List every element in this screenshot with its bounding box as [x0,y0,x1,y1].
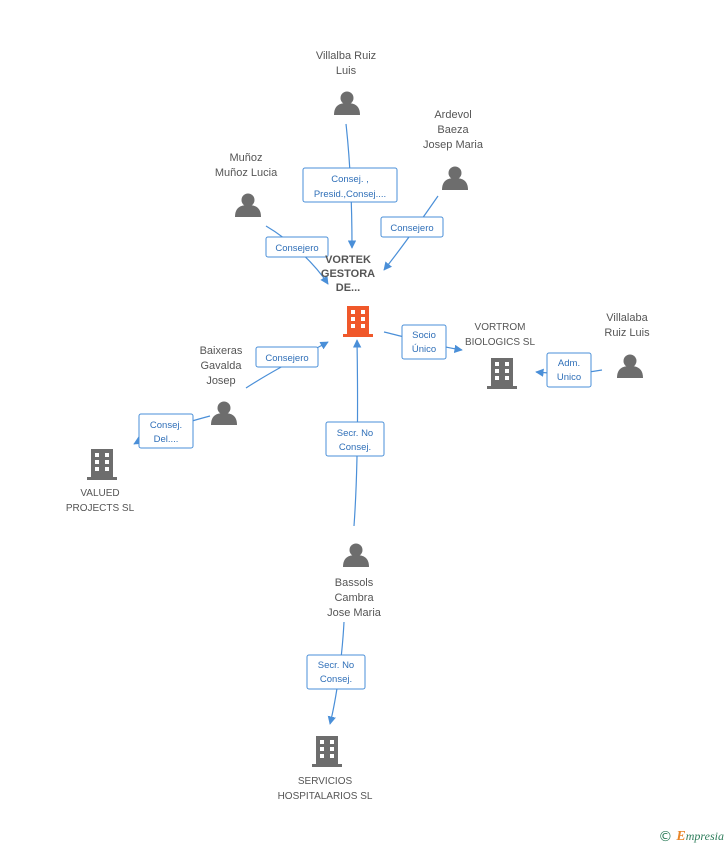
center-building-icon [343,306,373,337]
person-name: Gavalda [201,360,243,372]
center-company-name: VORTEK [325,254,371,266]
company-name: SERVICIOS [298,776,353,787]
person-icon [617,354,643,378]
person-name: Muñoz Lucia [215,167,278,179]
person-node-ardevol-baeza[interactable]: Ardevol Baeza Josep Maria [423,109,484,190]
brand-rest: mpresia [685,829,724,843]
relation-text: Consej. , [331,174,369,185]
person-icon [235,193,261,217]
relation-text: Consejero [390,223,433,234]
company-node-valued[interactable]: VALUED PROJECTS SL [66,449,135,514]
person-name: Villalba Ruiz [316,50,376,62]
relation-text: Consej. [320,674,352,685]
relation-label-villalba[interactable]: Consej. , Presid.,Consej.... [302,167,398,203]
person-name: Bassols [335,577,374,589]
person-node-villalaba-ruiz-luis[interactable]: Villalaba Ruiz Luis [604,312,650,378]
empresia-logo[interactable]: Empresia [676,829,724,845]
footer-brand: © Empresia [658,828,724,846]
relation-text: Secr. No [318,660,354,671]
relation-label-bassols-servicios[interactable]: Secr. No Consej. [306,654,366,690]
company-name: VALUED [80,488,119,499]
relation-label-munoz[interactable]: Consejero [265,236,329,258]
person-icon [442,166,468,190]
relation-label-baixeras[interactable]: Consejero [255,346,319,368]
person-node-villalba-ruiz-luis[interactable]: Villalba Ruiz Luis [316,50,376,115]
relation-text: Secr. No [337,428,373,439]
person-name: Josep Maria [423,139,484,151]
relation-text: Del.... [154,434,179,445]
company-name: BIOLOGICS SL [465,337,535,348]
company-node-servicios[interactable]: SERVICIOS HOSPITALARIOS SL [278,736,373,802]
center-company-name: GESTORA [321,268,375,280]
company-name: VORTROM [475,322,526,333]
relation-text: Consej. [339,442,371,453]
building-icon [87,449,117,480]
copyright-symbol: © [658,829,673,845]
person-node-baixeras-gavalda[interactable]: Baixeras Gavalda Josep [200,345,243,425]
relation-text: Unico [557,372,581,383]
person-name: Villalaba [606,312,648,324]
person-name: Jose Maria [327,607,382,619]
person-icon [334,91,360,115]
person-name: Cambra [334,592,374,604]
relation-label-villalaba-vortrom[interactable]: Adm. Unico [546,352,592,388]
relation-text: Socio [412,330,436,341]
relation-text: Único [412,344,436,355]
person-icon [211,401,237,425]
person-node-bassols-cambra[interactable]: Bassols Cambra Jose Maria [327,543,382,620]
relation-text: Adm. [558,358,580,369]
relation-text: Consej. [150,420,182,431]
relation-label-vortek-vortrom[interactable]: Socio Único [401,324,447,360]
relation-label-bassols[interactable]: Secr. No Consej. [325,421,385,457]
brand-initial: E [676,829,686,844]
relation-label-ardevol[interactable]: Consejero [380,216,444,238]
person-name: Josep [206,375,235,387]
relation-text: Presid.,Consej.... [314,189,386,200]
person-name: Luis [336,65,357,77]
person-name: Muñoz [229,152,262,164]
relation-text: Consejero [275,243,318,254]
person-node-munoz-munoz-lucia[interactable]: Muñoz Muñoz Lucia [215,152,278,217]
building-icon [487,358,517,389]
person-name: Baeza [437,124,469,136]
relation-text: Consejero [265,353,308,364]
relation-label-baixeras-valued[interactable]: Consej. Del.... [138,413,194,449]
company-name: HOSPITALARIOS SL [278,791,373,802]
company-node-vortrom[interactable]: VORTROM BIOLOGICS SL [465,322,535,389]
person-name: Ardevol [434,109,471,121]
company-name: PROJECTS SL [66,503,135,514]
person-name: Baixeras [200,345,243,357]
center-company-name: DE... [336,282,360,294]
center-company-node[interactable]: VORTEK GESTORA DE... [321,254,375,337]
person-name: Ruiz Luis [604,327,650,339]
person-icon [343,543,369,567]
building-icon [312,736,342,767]
